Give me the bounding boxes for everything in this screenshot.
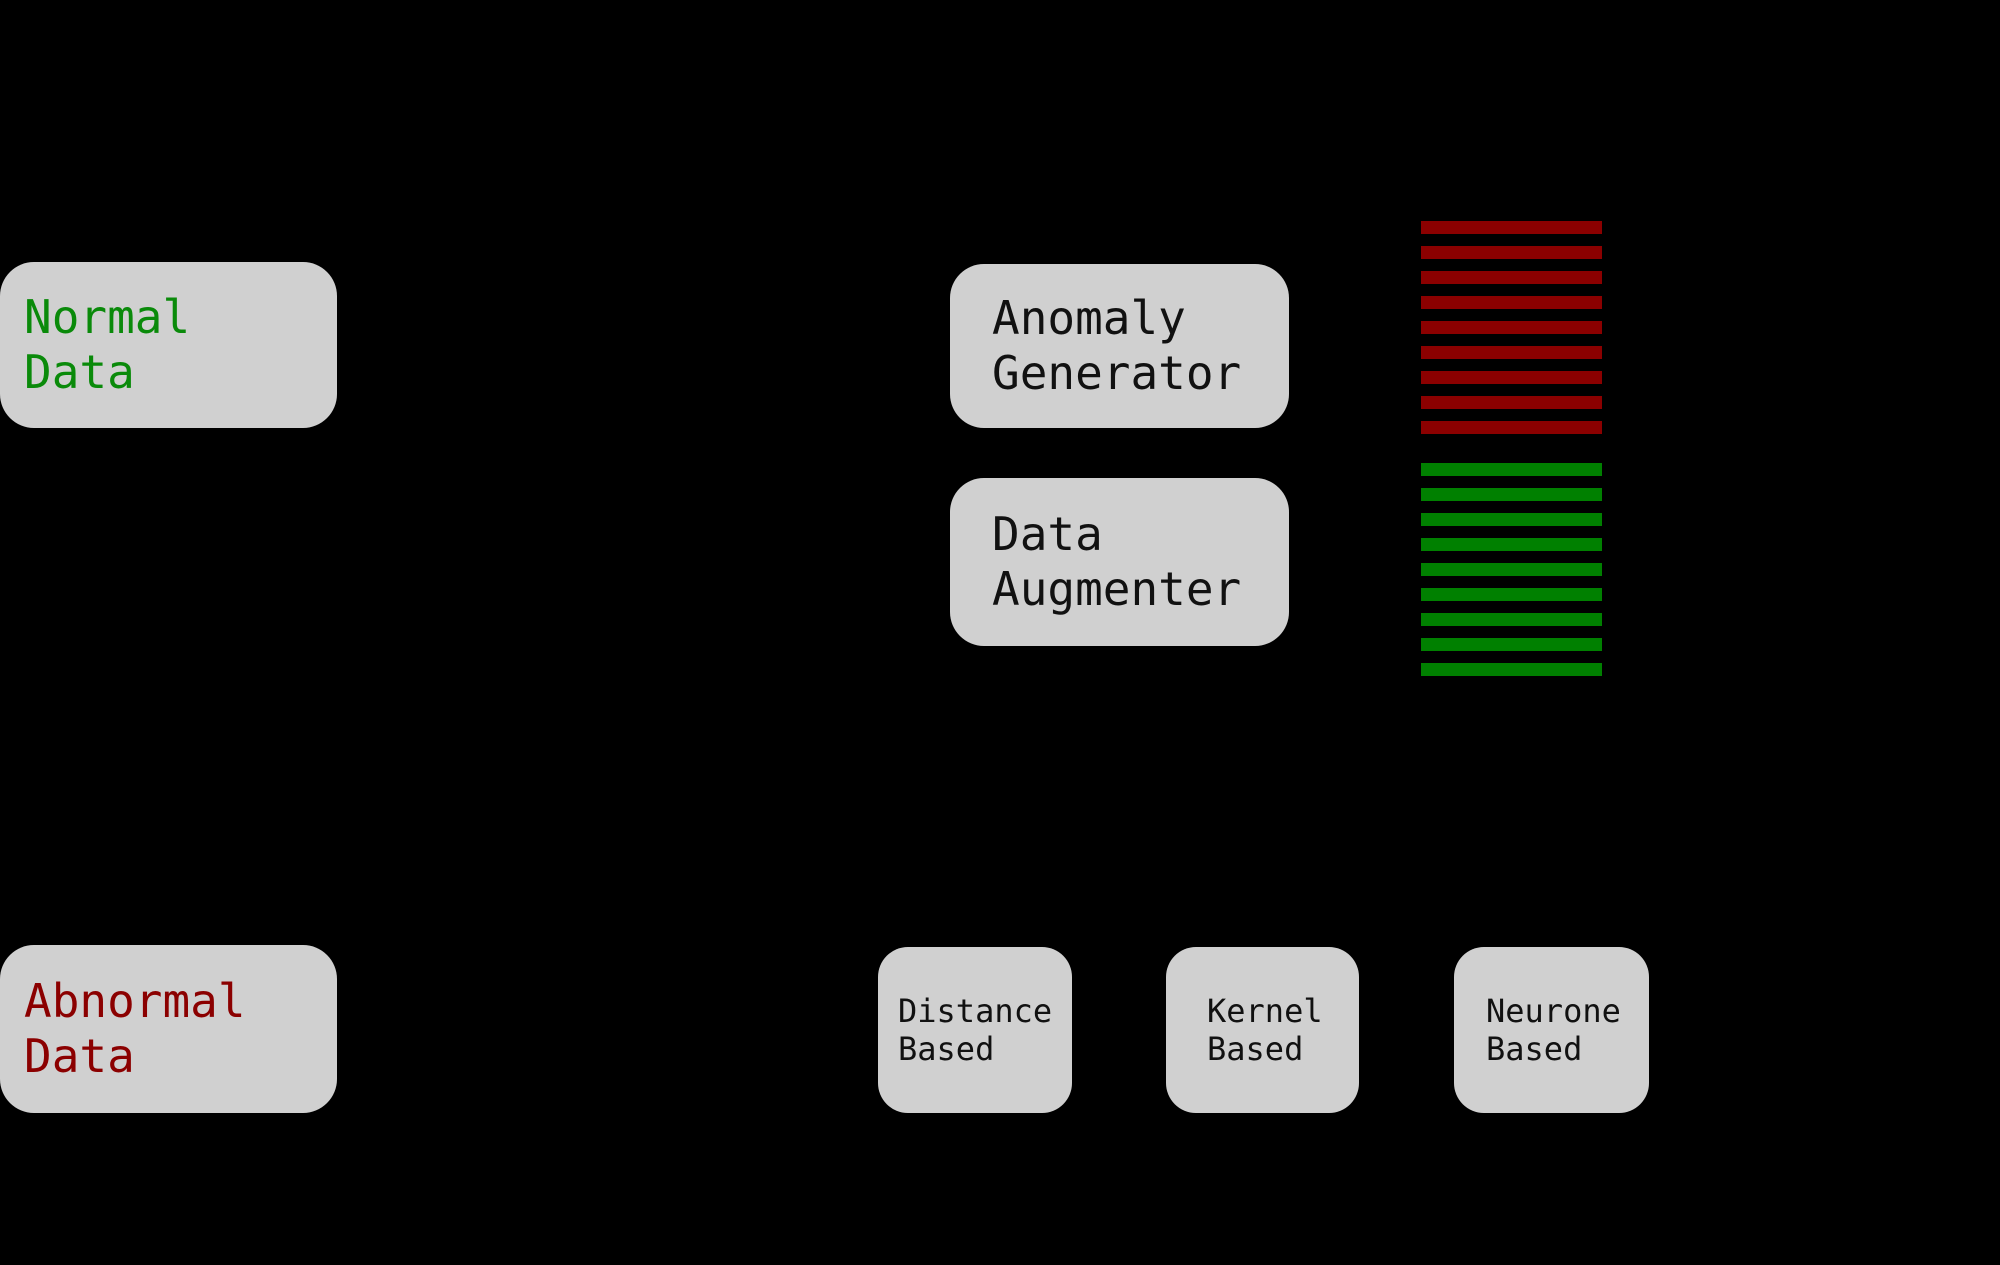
normal-data-box: Normal Data bbox=[0, 262, 337, 428]
normal-data-row-5 bbox=[1421, 563, 1602, 576]
anomaly-generator-label-line1: Anomaly bbox=[992, 291, 1186, 345]
neurone-based-label-line2: Based bbox=[1486, 1030, 1583, 1068]
distance-based-label-line2: Based bbox=[898, 1030, 995, 1068]
kernel-based-label-line2: Based bbox=[1207, 1030, 1304, 1068]
normal-data-row-9 bbox=[1421, 663, 1602, 676]
kernel-based-label-line1: Kernel bbox=[1207, 992, 1323, 1030]
abnormal-data-row-6 bbox=[1421, 346, 1602, 359]
normal-data-row-7 bbox=[1421, 613, 1602, 626]
normal-data-row-8 bbox=[1421, 638, 1602, 651]
normal-data-row-1 bbox=[1421, 463, 1602, 476]
normal-data-row-3 bbox=[1421, 513, 1602, 526]
abnormal-data-stripes bbox=[1421, 221, 1602, 446]
abnormal-data-row-2 bbox=[1421, 246, 1602, 259]
abnormal-data-row-5 bbox=[1421, 321, 1602, 334]
anomaly-generator-box: Anomaly Generator bbox=[950, 264, 1289, 428]
neurone-based-box: Neurone Based bbox=[1454, 947, 1649, 1113]
normal-data-row-6 bbox=[1421, 588, 1602, 601]
normal-data-row-2 bbox=[1421, 488, 1602, 501]
abnormal-data-row-9 bbox=[1421, 421, 1602, 434]
abnormal-data-row-1 bbox=[1421, 221, 1602, 234]
abnormal-data-label-line1: Abnormal bbox=[24, 974, 246, 1028]
abnormal-data-box: Abnormal Data bbox=[0, 945, 337, 1113]
abnormal-data-row-3 bbox=[1421, 271, 1602, 284]
data-augmenter-label-line1: Data bbox=[992, 507, 1103, 561]
normal-data-label-line1: Normal bbox=[24, 290, 191, 344]
data-augmenter-box: Data Augmenter bbox=[950, 478, 1289, 646]
abnormal-data-row-7 bbox=[1421, 371, 1602, 384]
abnormal-data-label-line2: Data bbox=[24, 1029, 135, 1083]
normal-data-stripes bbox=[1421, 463, 1602, 688]
data-augmenter-label-line2: Augmenter bbox=[992, 562, 1242, 616]
abnormal-data-row-4 bbox=[1421, 296, 1602, 309]
kernel-based-box: Kernel Based bbox=[1166, 947, 1359, 1113]
anomaly-generator-label-line2: Generator bbox=[992, 346, 1242, 400]
normal-data-row-4 bbox=[1421, 538, 1602, 551]
distance-based-box: Distance Based bbox=[878, 947, 1072, 1113]
abnormal-data-row-8 bbox=[1421, 396, 1602, 409]
neurone-based-label-line1: Neurone bbox=[1486, 992, 1621, 1030]
normal-data-label-line2: Data bbox=[24, 345, 135, 399]
distance-based-label-line1: Distance bbox=[898, 992, 1053, 1030]
